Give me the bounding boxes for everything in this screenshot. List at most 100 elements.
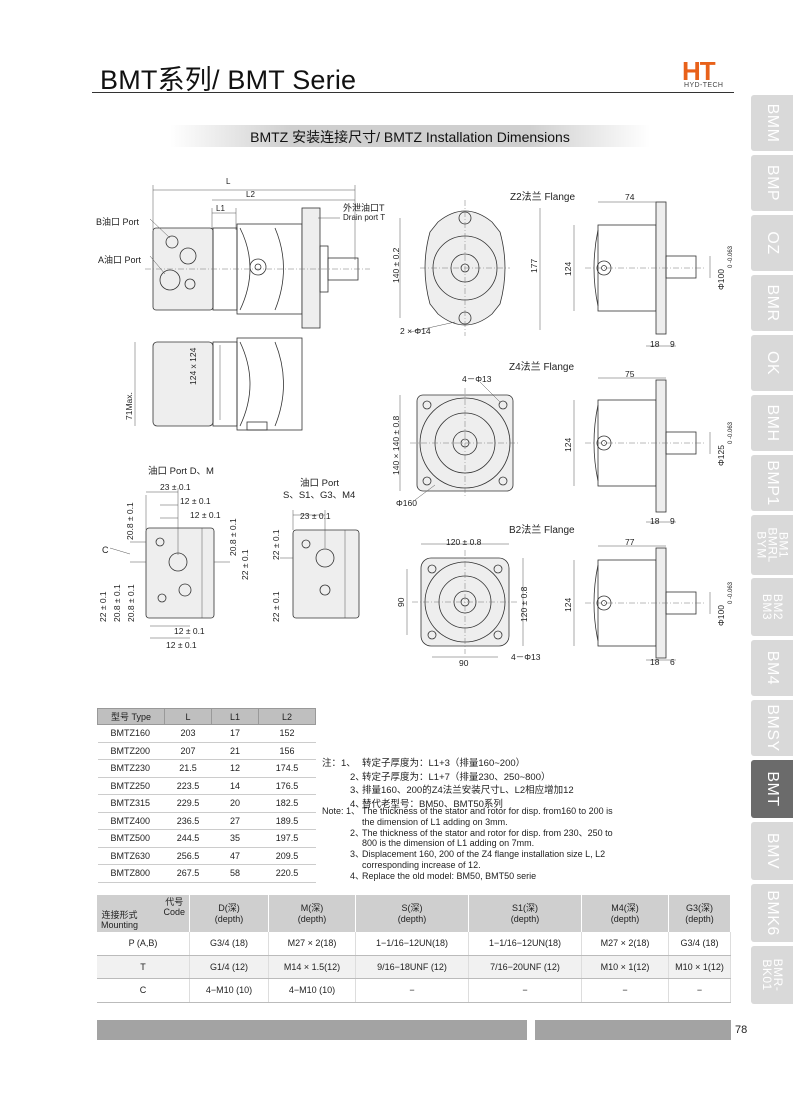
type-table-cell: 58 <box>211 864 259 883</box>
side-tab-bmr[interactable]: BMR <box>751 275 793 331</box>
note-text: The thickness of the stator and rotor fo… <box>362 806 613 827</box>
side-tab-bmt[interactable]: BMT <box>751 760 793 818</box>
type-table-header-cell: 型号 Type <box>97 708 165 725</box>
type-table-cell: 174.5 <box>258 759 316 778</box>
side-tab-bm2-bm3[interactable]: BM2 BM3 <box>751 578 793 636</box>
connection-table-cell: 1−1/16−12UN(18) <box>468 932 582 956</box>
side-tab-ok[interactable]: OK <box>751 335 793 391</box>
connection-header-s1: S1(深) (depth) <box>468 895 582 932</box>
type-table-cell: 152 <box>258 724 316 743</box>
z2-flange-side <box>573 201 711 347</box>
connection-header-d: D(深) (depth) <box>189 895 269 932</box>
type-table-cell: 203 <box>164 724 212 743</box>
type-table-cell: 47 <box>211 847 259 865</box>
side-tab-label: BMT <box>764 771 781 807</box>
side-tab-bmm[interactable]: BMM <box>751 95 793 151</box>
side-tab-label: BMP1 <box>764 460 781 506</box>
notes-chinese: 注：1、转定子厚度为：L1+3（排量160~200）2、转定子厚度为：L1+7（… <box>322 757 574 811</box>
type-table-header-cell: L1 <box>211 708 259 725</box>
side-tab-label: BM2 BM3 <box>760 593 785 621</box>
side-tab-label: BMP <box>764 164 781 202</box>
connection-header-m: M(深) (depth) <box>268 895 356 932</box>
type-table-cell: 209.5 <box>258 847 316 865</box>
type-table-cell: 220.5 <box>258 864 316 883</box>
note-number: 3、 <box>350 785 365 796</box>
connection-table-cell: − <box>668 978 731 1003</box>
side-tab-label: BMR- BK01 <box>760 958 785 992</box>
port-detail-dm <box>109 488 230 639</box>
page-title: BMT系列/ BMT Serie <box>100 65 357 95</box>
note-number: 注：1、 <box>322 758 356 769</box>
note-number: 3、 <box>350 849 365 860</box>
b2-flange-side <box>573 545 711 661</box>
title-divider <box>92 92 734 93</box>
type-table-cell: 20 <box>211 794 259 813</box>
z4-flange-front <box>399 381 520 501</box>
side-tab-label: BMR <box>764 284 781 322</box>
section-banner <box>170 125 650 147</box>
company-logo: HT HYD-TECH <box>682 56 732 92</box>
note-text: 替代老型号：BM50、BMT50系列 <box>362 798 503 810</box>
connection-table-cell: 7/16−20UNF (12) <box>468 955 582 979</box>
motor-bottom-view <box>134 337 303 431</box>
type-table-cell: 21 <box>211 742 259 760</box>
note-number: Note: 1、 <box>322 806 361 816</box>
z2-flange-front <box>399 200 541 336</box>
connection-table-cell: G3/4 (18) <box>668 932 731 956</box>
type-table-cell: 156 <box>258 742 316 760</box>
section-title: BMTZ 安装连接尺寸/ BMTZ Installation Dimension… <box>250 129 570 145</box>
type-table-cell: BMTZ400 <box>97 812 165 830</box>
side-tab-label: BMK6 <box>764 890 781 936</box>
footer-bar-right <box>535 1020 731 1040</box>
dim-L: L <box>226 177 231 186</box>
side-tab-label: BMH <box>764 404 781 442</box>
note-text: 转定子厚度为：L1+7（排量230、250~800） <box>362 771 551 783</box>
note-text: Displacement 160, 200 of the Z4 flange i… <box>362 849 606 870</box>
type-table-cell: BMTZ230 <box>97 759 165 778</box>
side-tab-bm1-bmrl-bym[interactable]: BM1 BMRL BYM <box>751 515 793 575</box>
side-tab-label: BMM <box>764 103 781 143</box>
type-table-cell: 35 <box>211 829 259 848</box>
type-table-cell: BMTZ160 <box>97 724 165 743</box>
side-tab-bmp[interactable]: BMP <box>751 155 793 211</box>
note-number: 4、 <box>350 870 365 881</box>
page-number: 78 <box>735 1024 748 1036</box>
connection-header-g3: G3(深) (depth) <box>668 895 731 932</box>
note-text: The thickness of the stator and rotor fo… <box>362 827 613 849</box>
connection-table-cell: − <box>355 978 469 1003</box>
type-table-cell: 207 <box>164 742 212 760</box>
side-tab-bmp1[interactable]: BMP1 <box>751 455 793 511</box>
type-table-cell: 17 <box>211 724 259 743</box>
connection-table-cell: M14 × 1.5(12) <box>268 955 356 979</box>
connection-table-cell: − <box>468 978 582 1003</box>
side-tab-bmk6[interactable]: BMK6 <box>751 884 793 942</box>
side-tab-label: BM1 BMRL BYM <box>754 527 791 563</box>
type-table-cell: 21.5 <box>164 759 212 778</box>
connection-header-m4: M4(深) (depth) <box>581 895 669 932</box>
logo-subtext: HYD-TECH <box>684 82 724 89</box>
side-tab-bmsy[interactable]: BMSY <box>751 700 793 756</box>
side-tab-label: BMV <box>764 832 781 870</box>
note-item: 3、排量160、200的Z4法兰安装尺寸L、L2相应增加12 <box>322 784 574 798</box>
note-item: Note: 1、The thickness of the stator and … <box>322 806 622 828</box>
connection-table-cell: M27 × 2(18) <box>268 932 356 956</box>
type-table-cell: 189.5 <box>258 812 316 830</box>
side-tab-bmv[interactable]: BMV <box>751 822 793 880</box>
note-item: 2、转定子厚度为：L1+7（排量230、250~800） <box>322 771 574 785</box>
note-item: 4、替代老型号：BM50、BMT50系列 <box>322 798 574 812</box>
type-table-cell: BMTZ315 <box>97 794 165 813</box>
type-table-cell: 244.5 <box>164 829 212 848</box>
side-tab-bmh[interactable]: BMH <box>751 395 793 451</box>
side-tab-bmr--bk01[interactable]: BMR- BK01 <box>751 946 793 1004</box>
note-item: 注：1、转定子厚度为：L1+3（排量160~200） <box>322 757 574 771</box>
side-tab-bm4[interactable]: BM4 <box>751 640 793 696</box>
type-table-cell: BMTZ630 <box>97 847 165 865</box>
note-text: Replace the old model: BM50, BMT50 serie <box>362 870 537 881</box>
side-tab-oz[interactable]: OZ <box>751 215 793 271</box>
connection-table-cell: G3/4 (18) <box>189 932 269 956</box>
